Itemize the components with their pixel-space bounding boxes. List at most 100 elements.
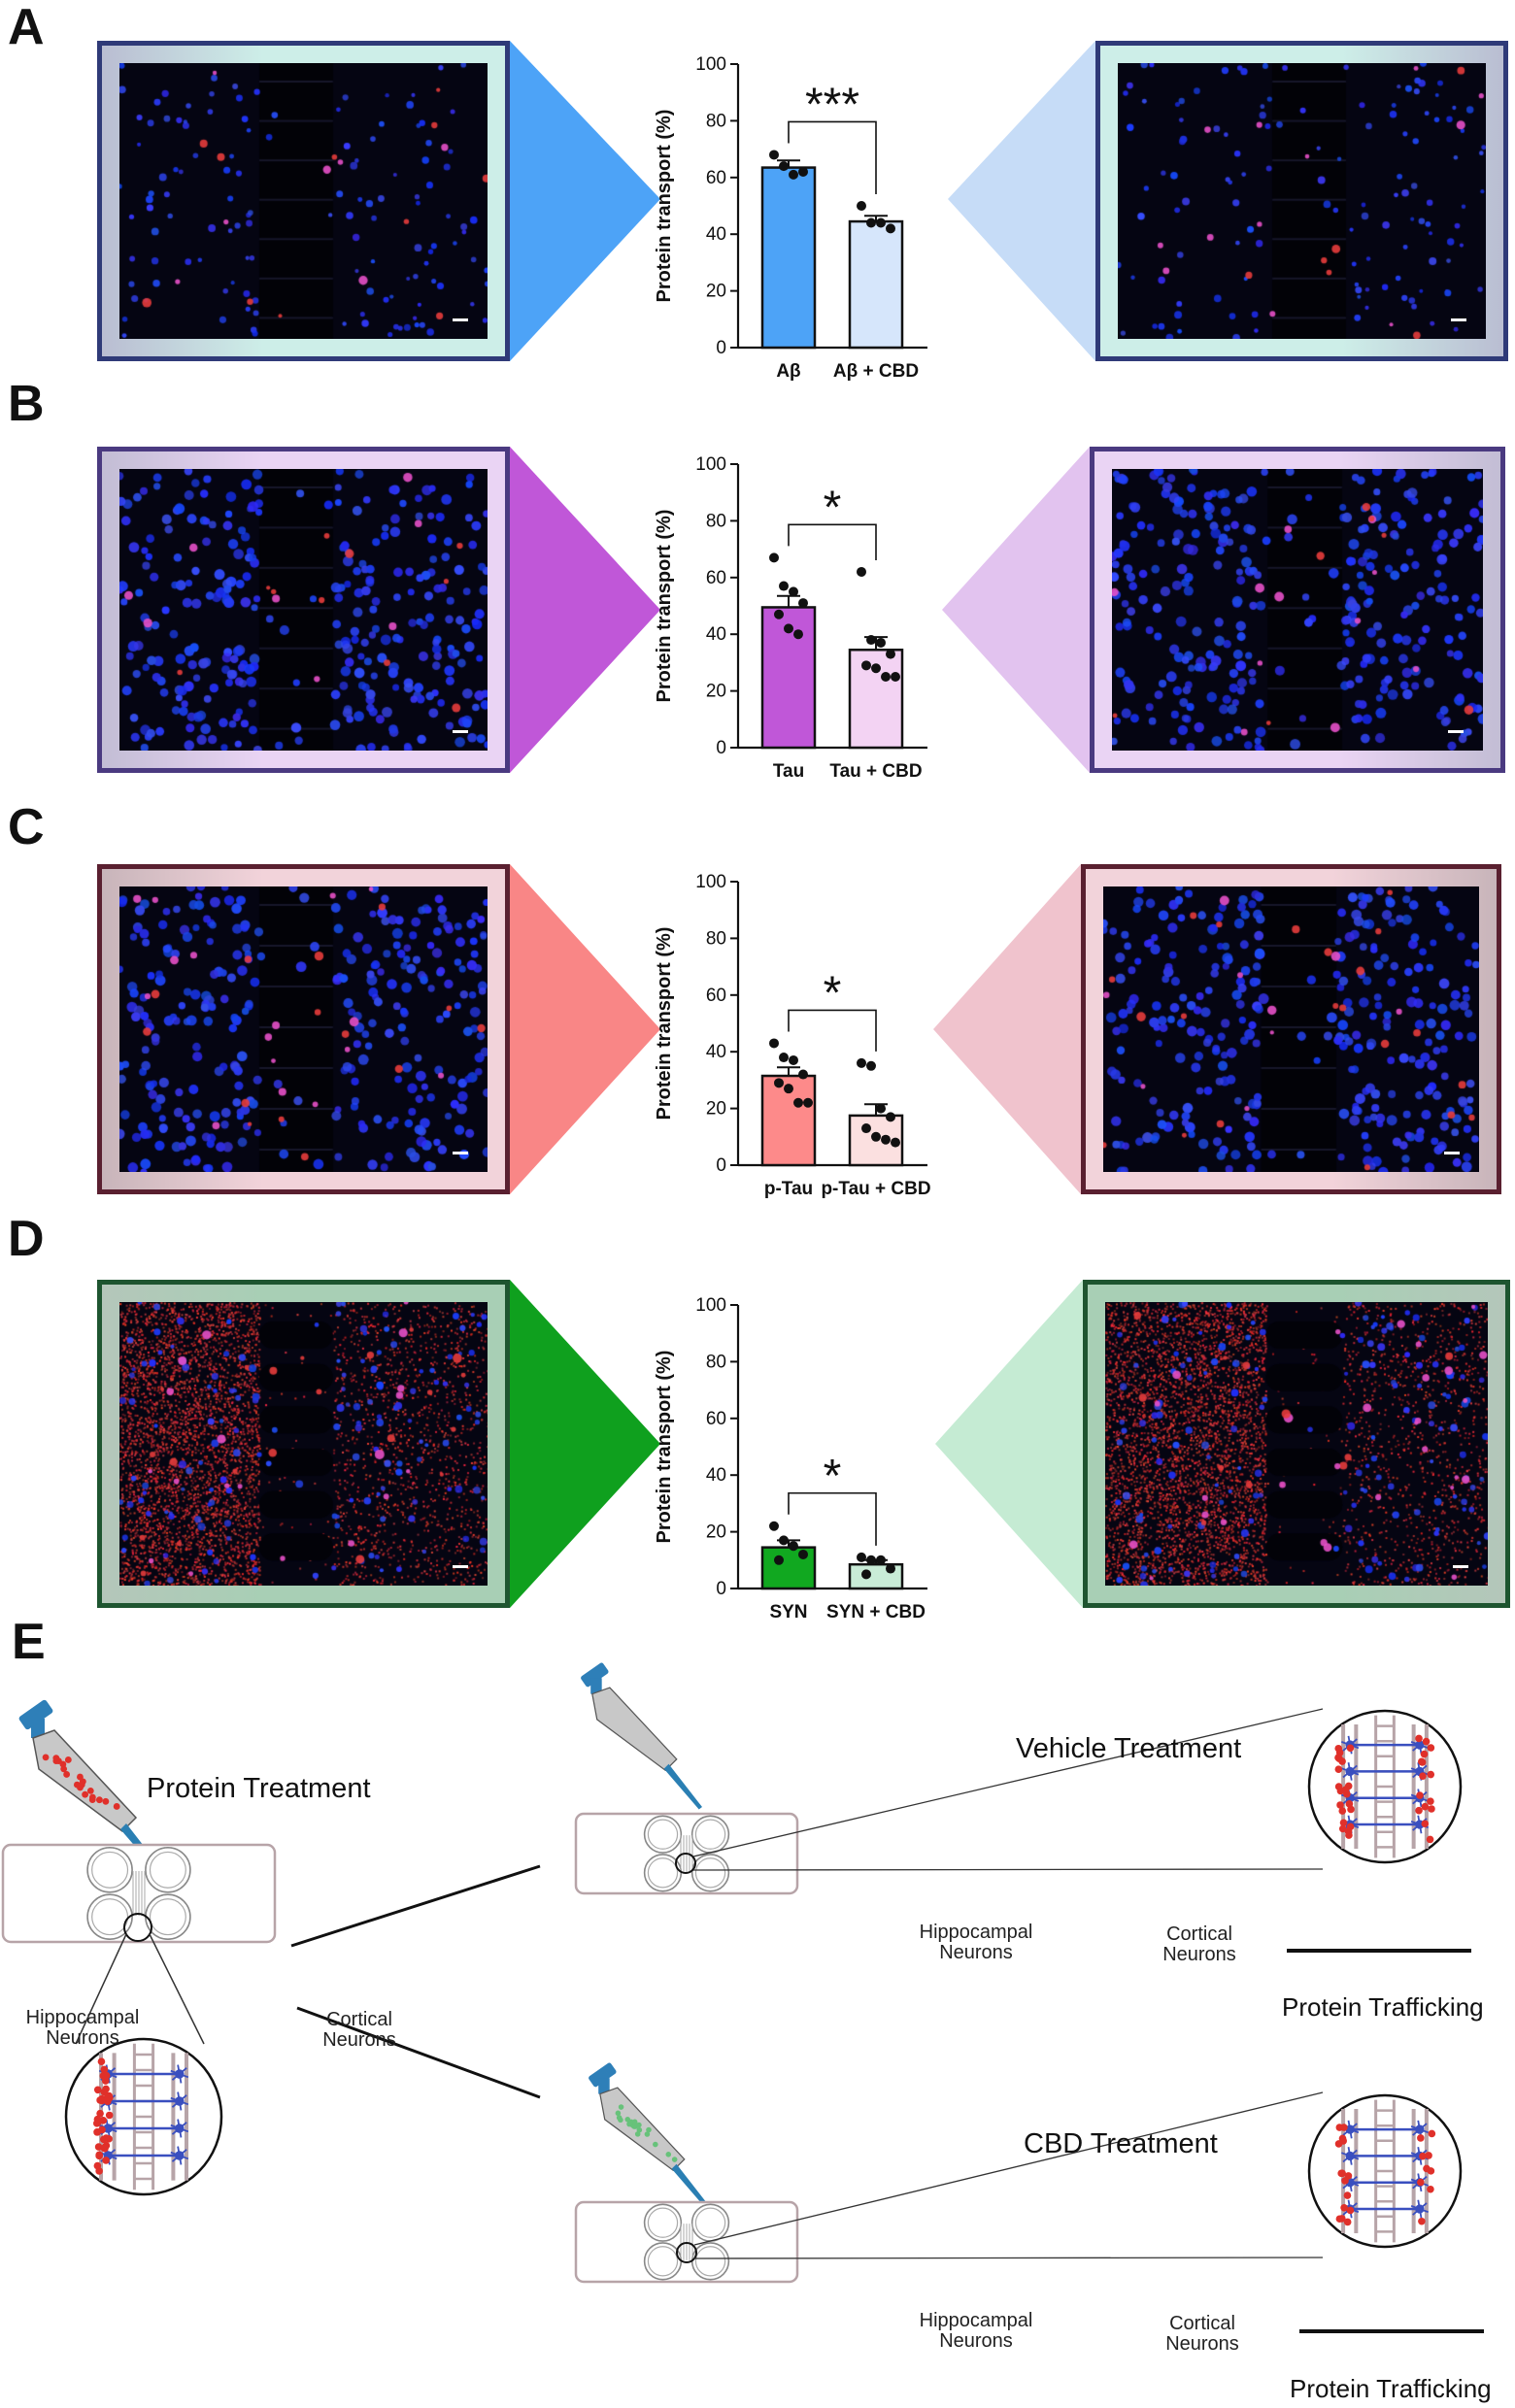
microscopy-image-left (97, 447, 510, 773)
protein-dot (1415, 1806, 1423, 1815)
y-tick-label: 20 (706, 1522, 726, 1543)
microscopy-image-left (97, 41, 510, 361)
protein-dot (1425, 2152, 1432, 2159)
data-point (861, 1123, 871, 1134)
y-tick-label: 100 (695, 872, 726, 892)
data-point (784, 623, 793, 634)
particle-dot (113, 1803, 120, 1810)
protein-dot (98, 2096, 106, 2105)
protein-dot (1417, 2134, 1425, 2142)
y-tick-label: 100 (695, 454, 726, 475)
scale-bar (453, 318, 468, 321)
protein-dot (95, 2152, 103, 2160)
neuron-icon (1415, 2204, 1425, 2214)
y-tick-label: 0 (716, 1155, 726, 1176)
data-point (793, 629, 803, 640)
protein-dot (102, 2085, 110, 2093)
data-point (857, 566, 866, 577)
particle-dot (671, 2157, 678, 2162)
neuron-icon (1345, 1766, 1355, 1777)
neuron-icon (1345, 2124, 1355, 2134)
y-tick-label: 80 (706, 928, 726, 949)
protein-dot (1428, 1805, 1435, 1813)
protein-dot (1338, 1807, 1347, 1815)
particle-dot (618, 2117, 623, 2124)
particle-dot (657, 1747, 664, 1754)
syringe-body-icon (599, 2087, 686, 2172)
y-axis-label: Protein transport (%) (654, 110, 675, 303)
particle-dot (615, 2110, 622, 2117)
particle-dot (631, 2124, 638, 2129)
significance-bracket (788, 1491, 877, 1546)
y-tick-label: 80 (706, 111, 726, 131)
protein-dot (1417, 2178, 1425, 2187)
data-point (789, 586, 798, 597)
data-point (798, 1069, 808, 1080)
protein-dot (1338, 1824, 1347, 1833)
significance-stars: * (824, 482, 842, 533)
connector-triangle-left (510, 1280, 660, 1608)
data-point (876, 1103, 886, 1114)
fluorescence-image (1103, 886, 1479, 1172)
significance-bracket (788, 120, 877, 194)
particle-dot (54, 1757, 62, 1765)
data-point (861, 1569, 871, 1580)
data-point (769, 552, 779, 563)
protein-dot (1341, 2177, 1349, 2185)
neuron-icon (103, 2124, 113, 2133)
protein-dot (1427, 1770, 1435, 1779)
connector-triangle-right (942, 447, 1090, 773)
protein-dot (1334, 1744, 1343, 1753)
panel-letter-e: E (12, 1614, 46, 1670)
particle-dot (77, 1784, 84, 1791)
protein-dot (1415, 1734, 1423, 1743)
protein-dot (1340, 2203, 1348, 2212)
y-axis-label: Protein transport (%) (654, 510, 675, 703)
zoom-circle-cbd (1307, 2093, 1463, 2249)
data-point (886, 1112, 895, 1122)
particle-dot (610, 1710, 617, 1716)
bar (848, 1562, 904, 1590)
y-tick-label: 100 (695, 1295, 726, 1316)
protein-dot (1343, 2218, 1352, 2226)
significance-stars: *** (805, 79, 859, 130)
fluorescence-image (1118, 63, 1486, 339)
bar (760, 166, 817, 350)
data-point (784, 1084, 793, 1094)
y-tick-label: 20 (706, 682, 726, 702)
data-point (866, 1060, 876, 1071)
fluorescence-image (119, 63, 488, 339)
protein-dot (1421, 1820, 1430, 1828)
particle-dot (88, 1793, 96, 1801)
significance-stars: * (824, 967, 842, 1019)
scale-bar (453, 1565, 468, 1568)
protein-dot (94, 2143, 103, 2151)
data-point (798, 166, 808, 177)
data-point (871, 1131, 881, 1142)
protein-dot (93, 2120, 101, 2127)
protein-dot (99, 2135, 108, 2144)
data-point (886, 223, 895, 234)
data-point (866, 635, 876, 646)
syringe-cap-icon (18, 1699, 53, 1730)
panel-letter-c: C (8, 799, 45, 855)
particle-dot (632, 1737, 638, 1744)
x-tick-label: p-Tau (764, 1179, 813, 1199)
particle-dot (636, 2122, 642, 2128)
protein-dot (93, 2161, 102, 2170)
particle-dot (638, 1739, 644, 1746)
y-tick-label: 80 (706, 511, 726, 531)
y-tick-label: 0 (716, 338, 726, 358)
particle-dot (649, 1743, 656, 1749)
data-point (866, 217, 876, 228)
protein-dot (105, 2111, 114, 2120)
connector-triangle-right (935, 1280, 1083, 1608)
scale-bar (453, 730, 468, 733)
needle-icon (671, 2163, 710, 2210)
particle-dot (634, 2131, 641, 2137)
device-left (1, 1843, 277, 1944)
particle-dot (86, 1787, 94, 1794)
y-tick-label: 40 (706, 1042, 726, 1062)
bar (848, 219, 904, 350)
connector-triangle-left (510, 447, 660, 773)
